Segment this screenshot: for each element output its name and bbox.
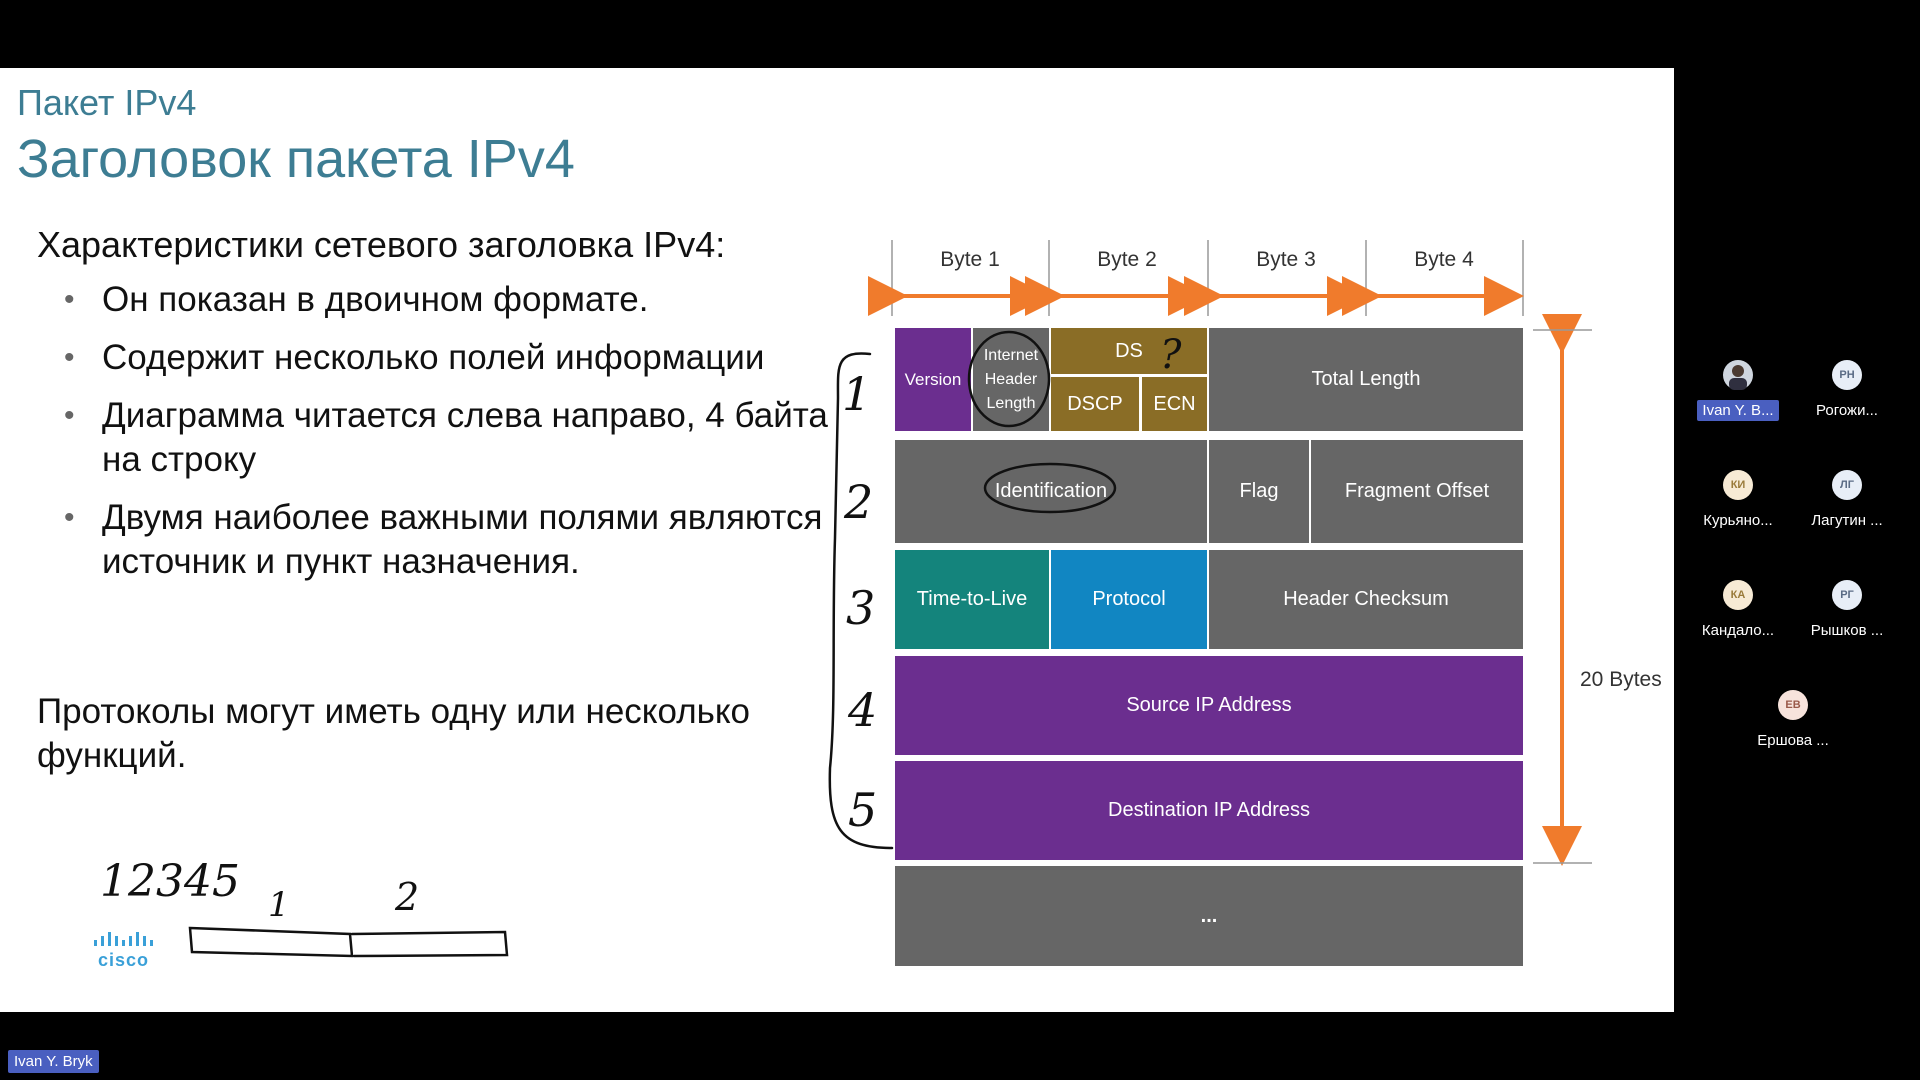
avatar: РГ (1832, 580, 1862, 610)
ihl-line: Header (984, 370, 1038, 388)
ink-question: ? (1160, 332, 1182, 378)
options-field: ... (895, 866, 1523, 966)
destination-ip-field: Destination IP Address (895, 761, 1523, 860)
ecn-field: ECN (1142, 377, 1207, 431)
bullet-item: Содержит несколько полей информации (60, 336, 830, 380)
intro-text: Характеристики сетевого заголовка IPv4: (37, 224, 726, 265)
ink-row-number: 3 (846, 581, 875, 635)
ihl-line: Internet (983, 346, 1039, 364)
identification-field: Identification (895, 440, 1207, 543)
slide-subtitle: Пакет IPv4 (17, 82, 197, 123)
ink-circle (967, 330, 1051, 428)
ink-bracket (828, 352, 894, 850)
ink-box (350, 930, 509, 958)
ink-row-number: 5 (848, 783, 877, 837)
slide-title: Заголовок пакета IPv4 (17, 129, 575, 189)
participant-name: Кандало... (1701, 622, 1775, 639)
total-length-field: Total Length (1209, 328, 1523, 431)
participant-name: Лагутин ... (1811, 512, 1883, 529)
participant-tile[interactable]: ЕВ Ершова ... (1738, 690, 1848, 751)
header-checksum-field: Header Checksum (1209, 550, 1523, 649)
bullet-item: Он показан в двоичном формате. (60, 278, 830, 322)
participant-tile[interactable]: Ivan Y. B... (1683, 360, 1793, 421)
bullet-list: Он показан в двоичном формате. Содержит … (60, 278, 830, 598)
participant-tile[interactable]: КА Кандало... (1683, 580, 1793, 641)
byte-label: Byte 2 (1097, 248, 1157, 271)
ink-row-number: 4 (847, 683, 877, 737)
diagram-guides (868, 240, 1592, 866)
ihl-line: Length (986, 394, 1036, 412)
size-label: 20 Bytes (1580, 668, 1662, 691)
protocols-text: Протоколы могут иметь одну или несколько… (37, 692, 751, 775)
participant-name: Ершова ... (1757, 732, 1829, 749)
ink-row-number: 1 (842, 367, 871, 421)
participant-name: Курьяно... (1703, 512, 1773, 529)
dscp-field: DSCP (1051, 377, 1139, 431)
avatar (1723, 360, 1753, 390)
fragment-offset-field: Fragment Offset (1311, 440, 1523, 543)
ink-box (188, 926, 354, 958)
byte-label: Byte 1 (940, 248, 1000, 271)
ink-row-number: 2 (843, 475, 873, 529)
participant-name: Рогожи... (1816, 402, 1878, 419)
avatar: КА (1723, 580, 1753, 610)
protocol-field: Protocol (1051, 550, 1207, 649)
ink-circle (983, 462, 1117, 514)
ds-field: DS (1051, 328, 1207, 374)
version-field: Version (895, 328, 971, 431)
avatar: ЛГ (1832, 470, 1862, 500)
cisco-logo: cisco (92, 930, 162, 970)
participant-tile[interactable]: КИ Курьяно... (1683, 470, 1793, 531)
participant-tile[interactable]: РГ Рышков ... (1792, 580, 1902, 641)
byte-label: Byte 4 (1414, 248, 1474, 271)
source-ip-field: Source IP Address (895, 656, 1523, 755)
avatar: РН (1832, 360, 1862, 390)
bullet-item: Двумя наиболее важными полями являются и… (60, 496, 830, 584)
byte-label: Byte 3 (1256, 248, 1316, 271)
cisco-wordmark: cisco (98, 950, 150, 970)
avatar: КИ (1723, 470, 1753, 500)
participant-tile[interactable]: РН Рогожи... (1792, 360, 1902, 421)
presentation-slide: Пакет IPv4 Заголовок пакета IPv4 Характе… (0, 68, 1674, 1012)
avatar: ЕВ (1778, 690, 1808, 720)
ink-annotations: ? 1 2 3 4 5 12345 1 2 (100, 330, 1182, 958)
participant-name: Рышков ... (1810, 622, 1884, 639)
flag-field: Flag (1209, 440, 1309, 543)
presenter-name-tag: Ivan Y. Bryk (8, 1050, 99, 1073)
ink-digits: 12345 (100, 856, 240, 907)
bullet-item: Диаграмма читается слева направо, 4 байт… (60, 394, 830, 482)
ink-segment-label: 2 (394, 875, 419, 919)
participant-name: Ivan Y. B... (1697, 400, 1779, 421)
ink-segment-label: 1 (268, 885, 290, 925)
participant-tile[interactable]: ЛГ Лагутин ... (1792, 470, 1902, 531)
ttl-field: Time-to-Live (895, 550, 1049, 649)
cisco-bars-icon (94, 932, 153, 946)
